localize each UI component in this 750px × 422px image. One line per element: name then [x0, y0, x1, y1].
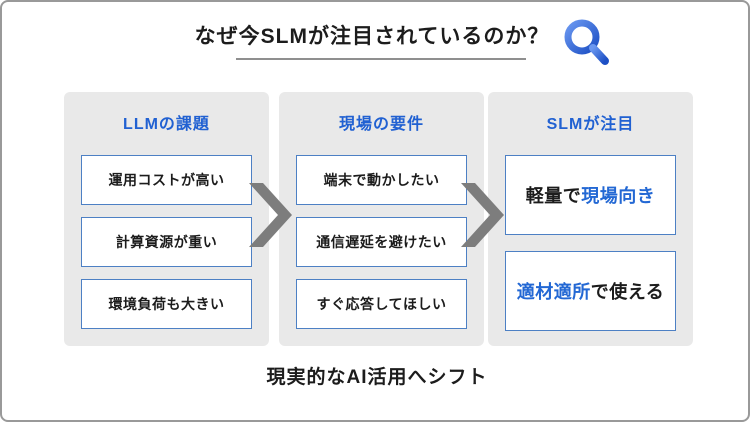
column-panel-3: SLMが注目軽量で現場向き適材適所で使える	[488, 92, 693, 346]
item-text: すぐ応答してほしい	[316, 296, 447, 312]
item-text-segment: 軽量で	[525, 186, 582, 206]
item-text: 運用コストが高い	[108, 172, 225, 188]
column-items: 軽量で現場向き適材適所で使える	[505, 155, 676, 331]
item-box: 通信遅延を避けたい	[296, 217, 467, 267]
column-panel-1: LLMの課題運用コストが高い計算資源が重い環境負荷も大きい	[64, 92, 269, 346]
item-box: 環境負荷も大きい	[81, 279, 252, 329]
footer-text: 現実的なAI活用へシフト	[266, 367, 488, 388]
chevron-right-icon	[249, 183, 292, 247]
column-header: LLMの課題	[123, 116, 210, 133]
item-box: 運用コストが高い	[81, 155, 252, 205]
magnifier-icon	[564, 19, 609, 65]
column-header: SLMが注目	[546, 116, 635, 133]
item-text: 環境負荷も大きい	[108, 296, 225, 312]
item-text-segment: で使える	[590, 282, 665, 302]
item-text: 端末で動かしたい	[323, 172, 440, 188]
item-box: 軽量で現場向き	[505, 155, 676, 235]
item-box: すぐ応答してほしい	[296, 279, 467, 329]
column-panel-2: 現場の要件端末で動かしたい通信遅延を避けたいすぐ応答してほしい	[279, 92, 484, 346]
item-text-segment: 適材適所	[516, 282, 591, 302]
title-underline	[236, 58, 526, 60]
chevron-right-icon	[461, 183, 504, 247]
item-box: 計算資源が重い	[81, 217, 252, 267]
page-title: なぜ今SLMが注目されているのか？	[194, 25, 550, 48]
item-text: 通信遅延を避けたい	[316, 234, 447, 250]
item-box: 適材適所で使える	[505, 251, 676, 331]
column-items: 運用コストが高い計算資源が重い環境負荷も大きい	[81, 155, 252, 329]
item-text-segment: 現場向き	[581, 186, 656, 206]
item-text: 計算資源が重い	[115, 234, 218, 250]
item-box: 端末で動かしたい	[296, 155, 467, 205]
column-items: 端末で動かしたい通信遅延を避けたいすぐ応答してほしい	[296, 155, 467, 329]
column-header: 現場の要件	[338, 116, 424, 133]
